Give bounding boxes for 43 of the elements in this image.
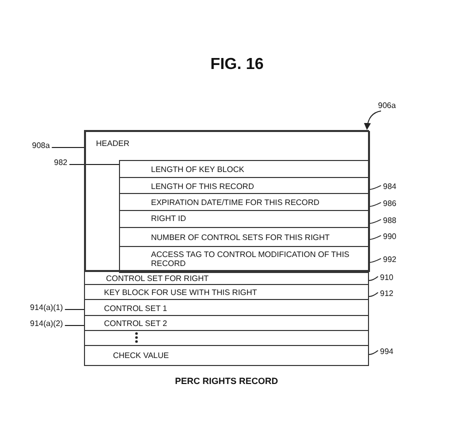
- field-label: LENGTH OF KEY BLOCK: [151, 165, 244, 174]
- reference-number: 984: [383, 182, 396, 191]
- header-box: [85, 131, 370, 272]
- leader-line: [368, 219, 382, 224]
- leader-line: [368, 202, 382, 207]
- field-label: LENGTH OF THIS RECORD: [151, 182, 254, 191]
- reference-number: 986: [383, 199, 396, 208]
- reference-number: 912: [380, 289, 394, 298]
- leader-line: [64, 325, 84, 326]
- reference-number: 990: [383, 232, 396, 241]
- leader-line: [368, 350, 378, 355]
- reference-number: 914(a)(1): [30, 303, 63, 312]
- caption: PERC RIGHTS RECORD: [174, 376, 278, 386]
- reference-number: 988: [383, 216, 396, 225]
- reference-number: 992: [383, 255, 396, 264]
- reference-number: 906a: [378, 101, 396, 110]
- leader-line: [368, 235, 382, 240]
- header-fields-box: [119, 160, 369, 272]
- field-label: RIGHT ID: [151, 214, 186, 223]
- reference-number: 910: [380, 273, 394, 282]
- reference-number: 908a: [32, 141, 50, 150]
- arrow: [364, 110, 382, 130]
- figure-title: FIG. 16: [210, 56, 264, 73]
- field-label: CONTROL SET 2: [104, 319, 168, 328]
- reference-number: 914(a)(2): [30, 319, 63, 328]
- leader-line: [64, 309, 84, 310]
- leader-line: [68, 164, 120, 165]
- field-label: ACCESS TAG TO CONTROL MODIFICATION OF THIS RECORD: [151, 250, 350, 268]
- reference-number: 994: [380, 347, 394, 356]
- field-label: EXPIRATION DATE/TIME FOR THIS RECORD: [151, 198, 320, 207]
- field-label: NUMBER OF CONTROL SETS FOR THIS RIGHT: [151, 233, 330, 242]
- field-label: KEY BLOCK FOR USE WITH THIS RIGHT: [104, 288, 258, 297]
- leader-line: [368, 185, 382, 190]
- field-label: CHECK VALUE: [113, 351, 169, 360]
- reference-number: 982: [54, 158, 68, 167]
- record-box: [84, 130, 369, 366]
- leader-line: [368, 276, 378, 281]
- field-label: HEADER: [96, 139, 130, 148]
- leader-line: [51, 147, 86, 148]
- field-label: CONTROL SET 1: [104, 304, 168, 313]
- leader-line: [368, 292, 378, 297]
- field-label: CONTROL SET FOR RIGHT: [106, 274, 209, 283]
- leader-line: [368, 258, 382, 263]
